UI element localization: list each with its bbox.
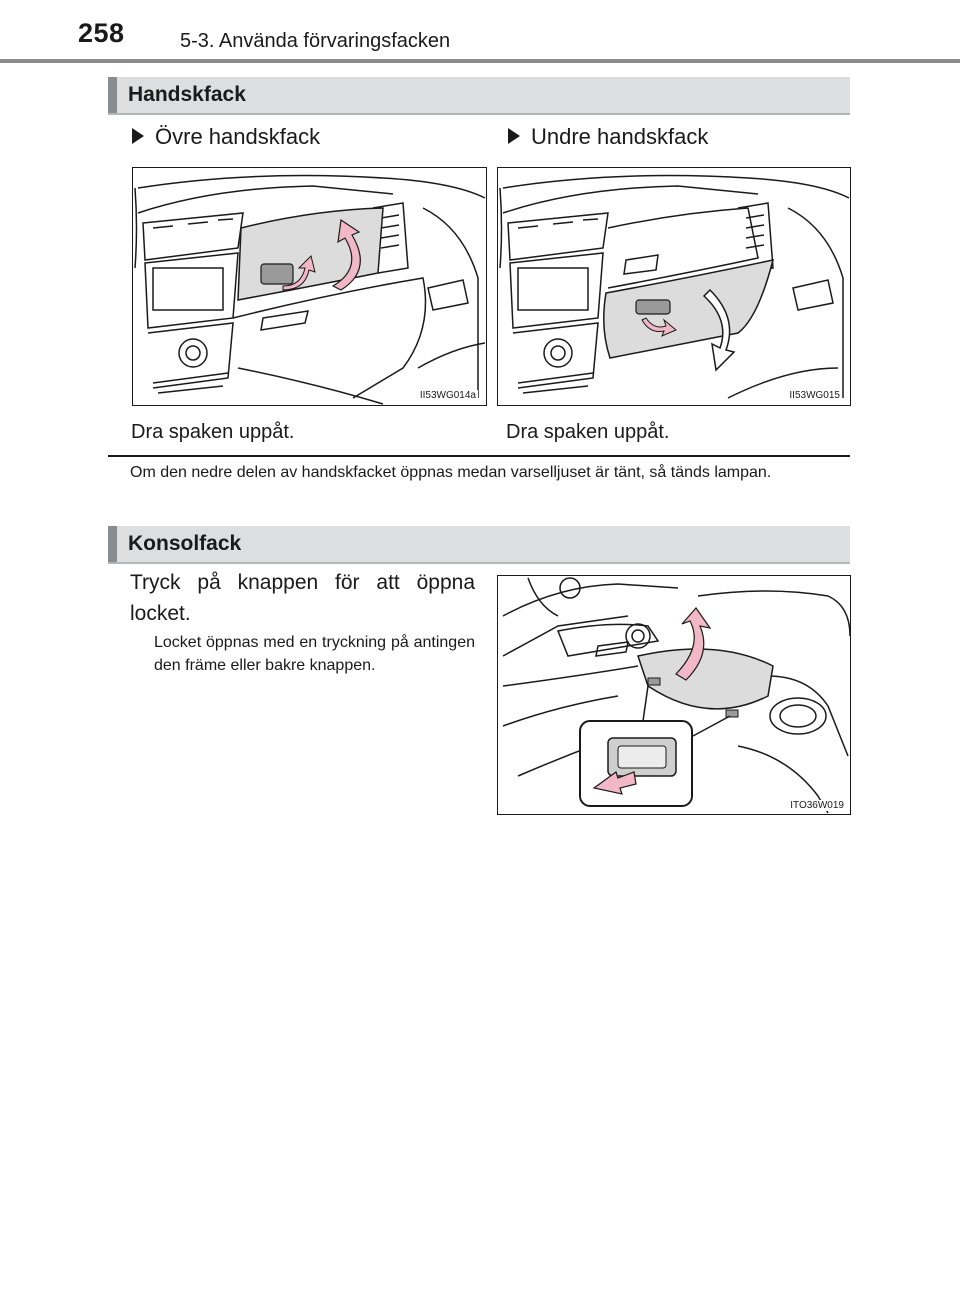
console-instruction: Tryck på knappen för att öppna locket.: [130, 571, 475, 625]
lid-opens-up-arrow-icon: [675, 607, 712, 681]
upper-glovebox-heading: Övre handskfack: [155, 124, 321, 149]
section-title: Handskfack: [128, 83, 246, 106]
dashboard-illustration: [499, 174, 850, 399]
dashboard-illustration: [134, 174, 486, 405]
section-heading-glovebox: Handskfack: [108, 77, 850, 115]
page-number: 258: [78, 18, 125, 48]
lever-handle: [635, 299, 671, 315]
lever-handle: [260, 263, 294, 285]
console-lid: [637, 648, 774, 710]
upper-lid-panel: [237, 207, 384, 301]
lower-glovebox-figure: II53WG015: [497, 167, 851, 406]
glovebox-note: Om den nedre delen av handskfacket öppna…: [130, 464, 772, 481]
pull-lever-arrow-icon: [282, 255, 316, 291]
lid-opens-down-arrow-icon: [702, 288, 736, 372]
upper-glovebox-caption: Dra spaken uppåt.: [131, 421, 295, 443]
figure-code: II53WG014a: [417, 390, 478, 401]
lower-glovebox-heading: Undre handskfack: [531, 124, 709, 149]
section-accent: [108, 77, 117, 113]
console-box-figure: ITO36W019: [497, 575, 851, 815]
triangle-bullet-icon: [508, 128, 520, 144]
console-detail: Locket öppnas med en tryckning på anting…: [154, 634, 475, 674]
lower-lid-panel: [603, 259, 775, 359]
figure-code: II53WG015: [787, 390, 842, 401]
triangle-bullet-icon: [132, 128, 144, 144]
figure-code: ITO36W019: [788, 800, 846, 811]
section-title: Konsolfack: [128, 532, 242, 555]
lower-glovebox-caption: Dra spaken uppåt.: [506, 421, 670, 443]
upper-glovebox-figure: II53WG014a: [132, 167, 487, 406]
section-heading-console: Konsolfack: [108, 526, 850, 564]
rear-button: [725, 709, 739, 718]
chapter-title: 5-3. Använda förvaringsfacken: [180, 30, 451, 52]
push-button-arrow-icon: [592, 771, 637, 795]
header-divider: [0, 59, 960, 63]
front-button: [647, 677, 661, 686]
pull-lever-arrow-icon: [641, 317, 677, 337]
divider: [108, 455, 850, 457]
section-accent: [108, 526, 117, 562]
console-illustration: [502, 577, 850, 814]
open-lid-arrow-icon: [331, 218, 361, 291]
